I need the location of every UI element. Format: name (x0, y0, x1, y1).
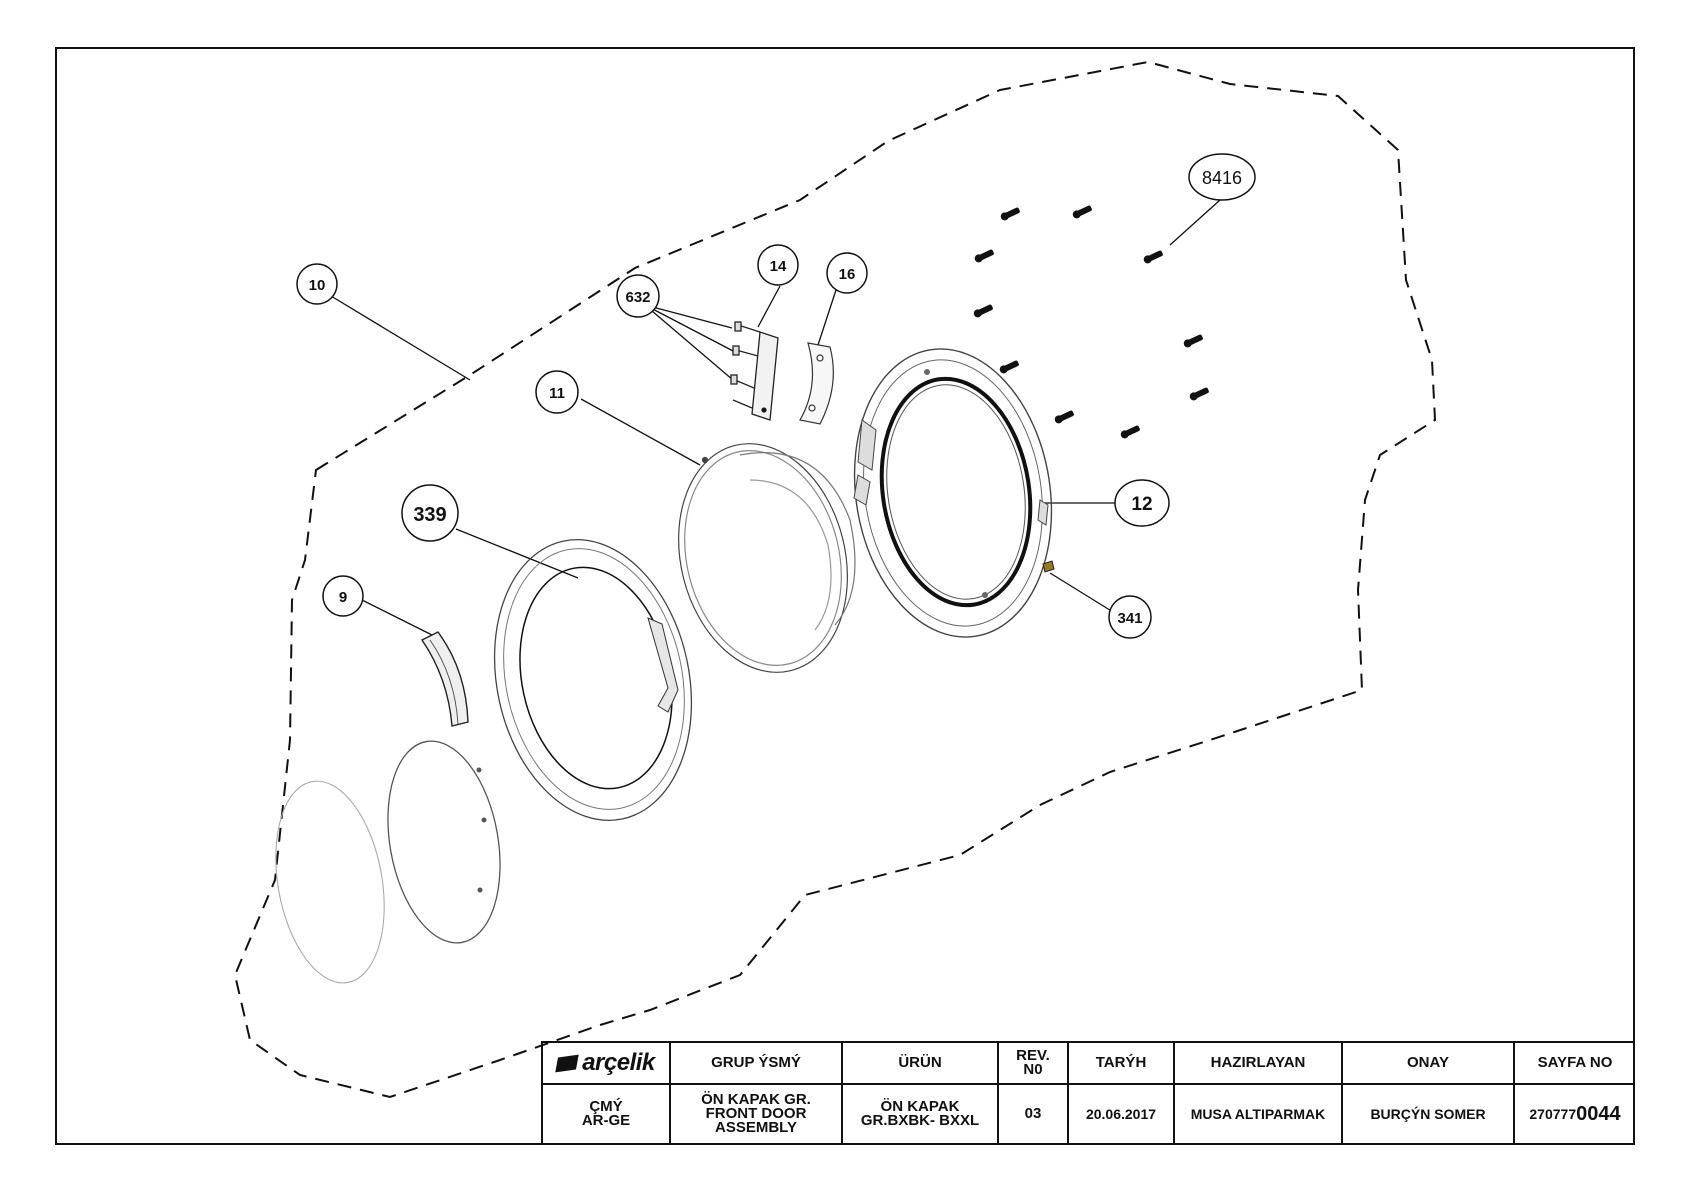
group-name-value: ÖN KAPAK GR. FRONT DOOR ASSEMBLY (671, 1083, 843, 1145)
brand-mark-icon (555, 1054, 579, 1072)
page-no-header: SAYFA NO (1537, 1054, 1613, 1071)
approval-value: BURÇÝN SOMER (1343, 1083, 1515, 1145)
callout-9: 9 (322, 575, 364, 617)
screw (1120, 425, 1140, 439)
svg-text:339: 339 (413, 504, 446, 526)
callout-8416: 8416 (1188, 153, 1256, 201)
date-value: 20.06.2017 (1069, 1083, 1175, 1145)
screw (974, 249, 994, 263)
inner-door-frame-part-12 (853, 348, 1053, 638)
svg-text:12: 12 (1131, 494, 1152, 515)
screw (1054, 410, 1074, 424)
brand-cell: arçelik (543, 1043, 671, 1083)
brand-name: arçelik (582, 1049, 655, 1076)
leader-lines (330, 199, 1221, 636)
screw (1000, 207, 1020, 221)
screw (999, 360, 1019, 374)
prepared-by-header: HAZIRLAYAN (1175, 1043, 1343, 1083)
hinge-cover-part-16 (799, 342, 834, 425)
callout-632: 632 (616, 274, 660, 318)
svg-text:632: 632 (625, 289, 650, 306)
department-value: ÇMÝ AR-GE (543, 1083, 671, 1145)
product-header: ÜRÜN (843, 1043, 999, 1083)
group-name-header: GRUP ÝSMÝ (671, 1043, 843, 1083)
svg-text:9: 9 (339, 589, 347, 606)
assembly-boundary (233, 60, 1437, 1099)
svg-text:8416: 8416 (1202, 168, 1242, 188)
callout-12: 12 (1114, 479, 1170, 527)
page-no-suffix: 0044 (1576, 1103, 1621, 1125)
outer-door-ring-part-339 (493, 539, 693, 821)
svg-text:14: 14 (770, 258, 787, 275)
svg-text:10: 10 (309, 277, 326, 294)
screw (973, 304, 993, 318)
title-block-values: ÇMÝ AR-GE ÖN KAPAK GR. FRONT DOOR ASSEMB… (543, 1083, 1635, 1145)
callout-339: 339 (401, 484, 459, 542)
handle-part-9 (420, 631, 469, 727)
screw (1143, 250, 1163, 264)
approval-header: ONAY (1343, 1043, 1515, 1083)
arcelik-logo: arçelik (555, 1049, 655, 1076)
callout-16: 16 (826, 252, 868, 294)
screws-8416 (973, 205, 1209, 439)
callout-11: 11 (535, 370, 579, 414)
prepared-by-value: MUSA ALTIPARMAK (1175, 1083, 1343, 1145)
clip-part-341 (1042, 560, 1055, 573)
date-header: TARÝH (1069, 1043, 1175, 1083)
title-block-header: arçelik GRUP ÝSMÝ ÜRÜN REV. N0 TARÝH HAZ… (543, 1043, 1635, 1085)
glass-disk (275, 740, 501, 984)
product-value: ÖN KAPAK GR.BXBK- BXXL (843, 1083, 999, 1145)
drawing-frame (55, 47, 1635, 1145)
callout-10: 10 (296, 263, 338, 305)
rev-no-value: 03 (999, 1083, 1069, 1145)
page-no-prefix: 270777 (1529, 1106, 1577, 1122)
rev-no-header: REV. N0 (999, 1043, 1069, 1083)
screw (1189, 387, 1209, 401)
title-block: arçelik GRUP ÝSMÝ ÜRÜN REV. N0 TARÝH HAZ… (541, 1041, 1635, 1145)
callout-341: 341 (1108, 595, 1152, 639)
svg-text:341: 341 (1117, 610, 1142, 627)
hinge-part-14 (730, 321, 779, 421)
screw (1072, 205, 1092, 219)
screw (1183, 334, 1203, 348)
callout-14: 14 (757, 244, 799, 286)
svg-text:16: 16 (839, 266, 856, 283)
door-glass-part-11 (678, 443, 856, 673)
svg-text:11: 11 (549, 385, 565, 402)
